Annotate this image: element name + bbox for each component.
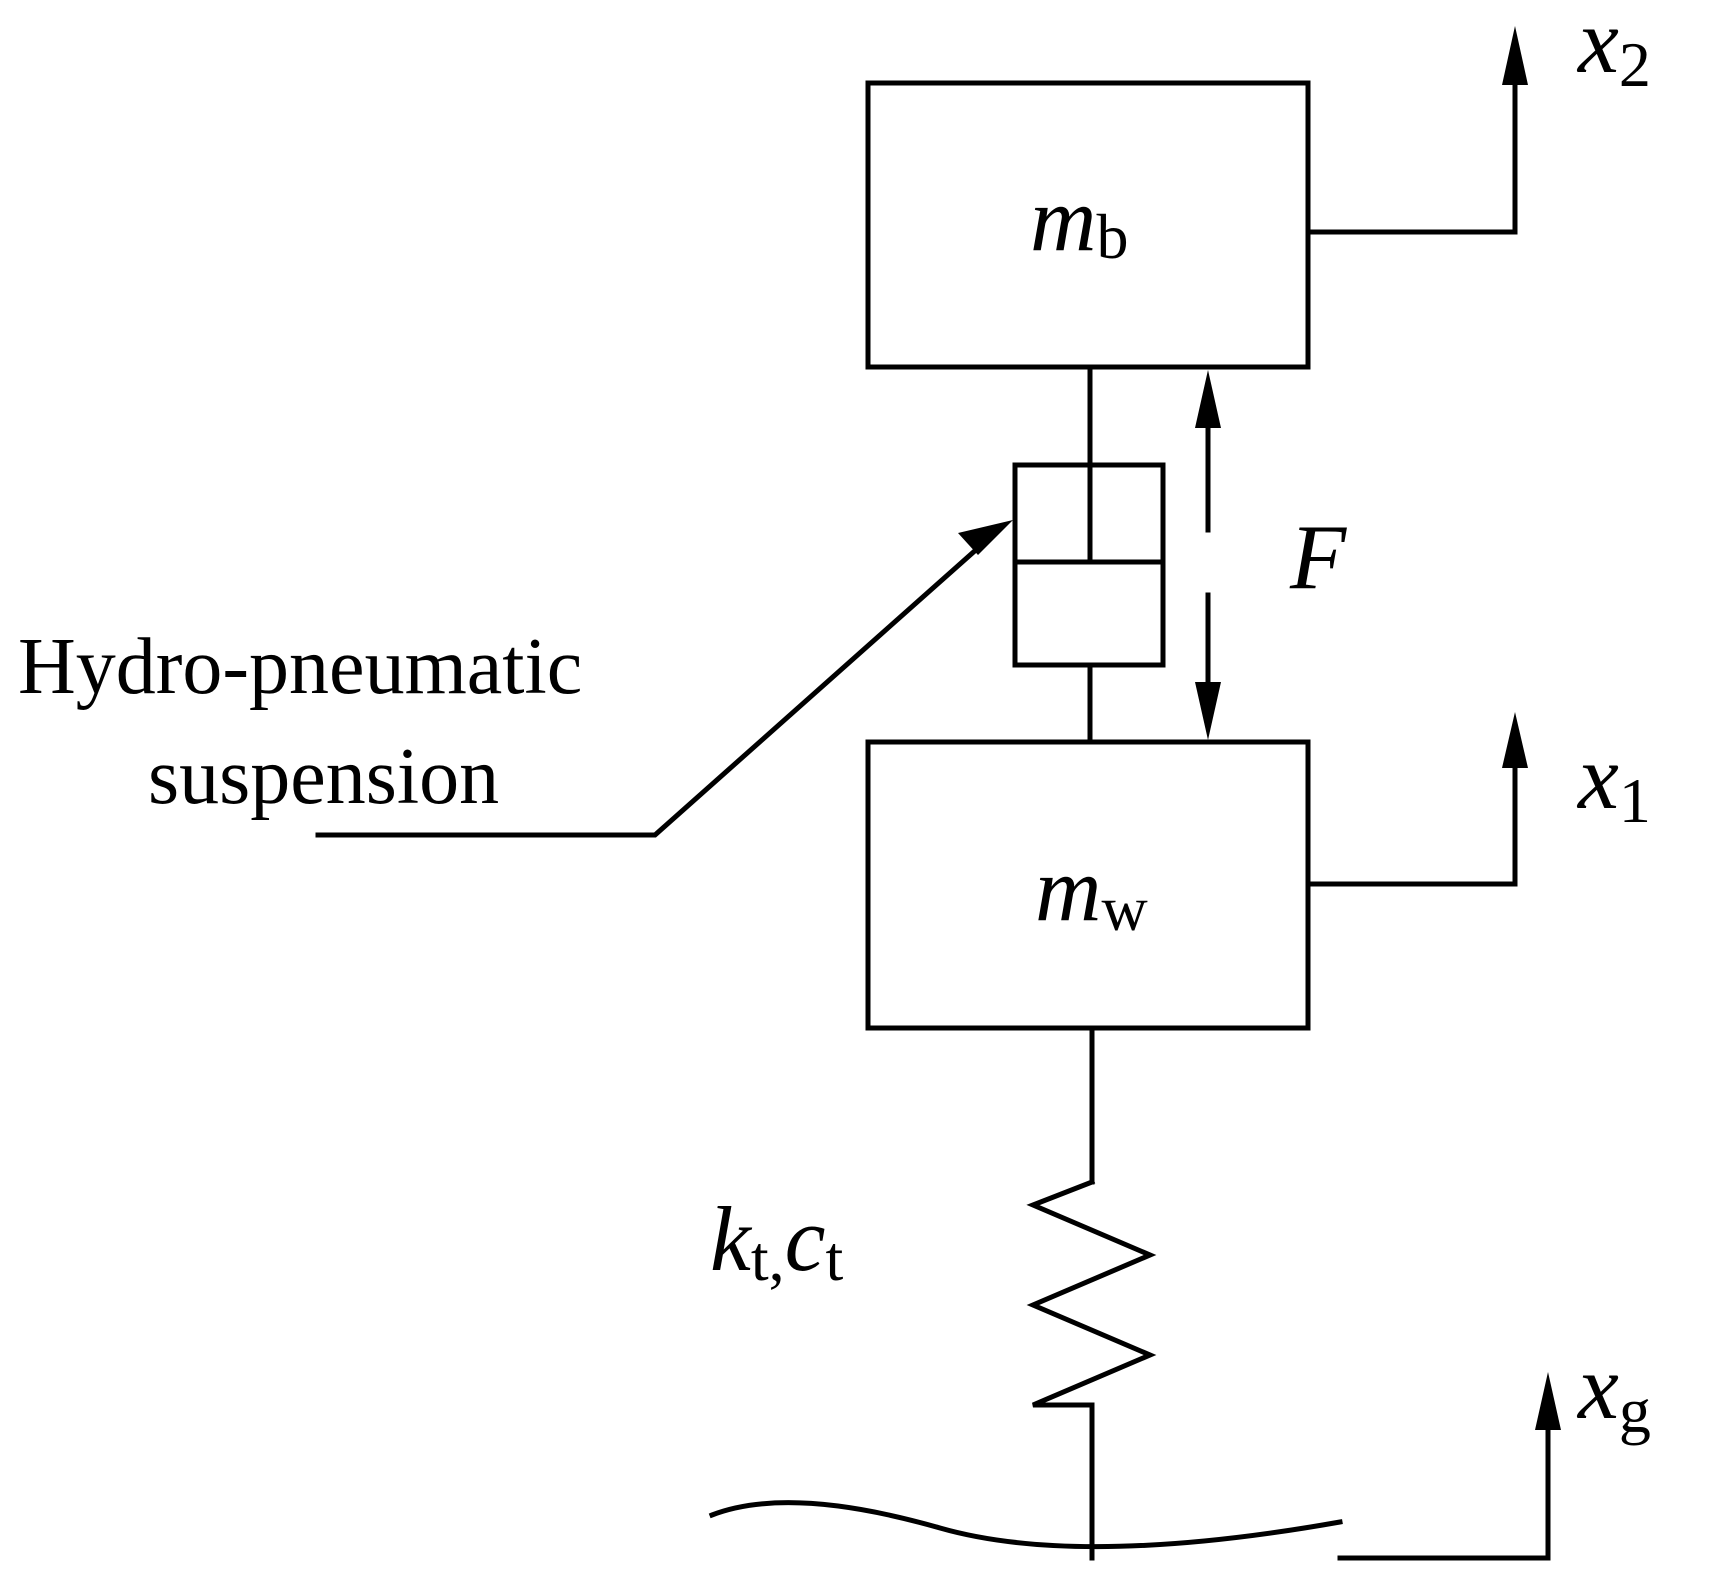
- wheel-displacement-arrow: [1307, 712, 1528, 887]
- suspension-label-line1: Hydro-pneumatic: [18, 623, 582, 711]
- ground-displacement-label: xg: [1576, 1336, 1651, 1446]
- wheel-mass-label: mw: [1035, 838, 1148, 944]
- ground-surface: [708, 1500, 1343, 1550]
- suspension-leader-arrow: [315, 520, 1013, 838]
- body-displacement-label: x2: [1576, 0, 1651, 100]
- suspension-label-line2: suspension: [148, 733, 499, 821]
- tire-stiffness-damping-label: kt,ct: [710, 1188, 843, 1294]
- hydro-pneumatic-strut: [1012, 364, 1166, 745]
- body-mass-block: [865, 80, 1311, 370]
- tire-spring: [1026, 1025, 1157, 1561]
- force-arrow-down: [1195, 592, 1221, 740]
- force-label: F: [1289, 506, 1347, 608]
- body-displacement-arrow: [1307, 26, 1528, 235]
- body-mass-label: mb: [1030, 168, 1128, 272]
- wheel-displacement-label: x1: [1576, 726, 1651, 836]
- ground-displacement-arrow: [1337, 1372, 1561, 1561]
- force-arrow-up: [1195, 370, 1221, 533]
